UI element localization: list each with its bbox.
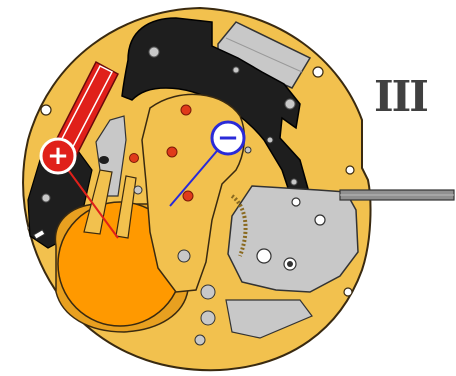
positive-marker: + (41, 139, 75, 173)
setting-pin (287, 261, 293, 267)
negative-marker: − (212, 122, 244, 154)
crown-position-label: III (374, 72, 454, 121)
positive-symbol: + (47, 141, 69, 171)
left-screw (42, 194, 50, 202)
coil-screw (99, 156, 109, 164)
negative-symbol: − (217, 123, 239, 153)
